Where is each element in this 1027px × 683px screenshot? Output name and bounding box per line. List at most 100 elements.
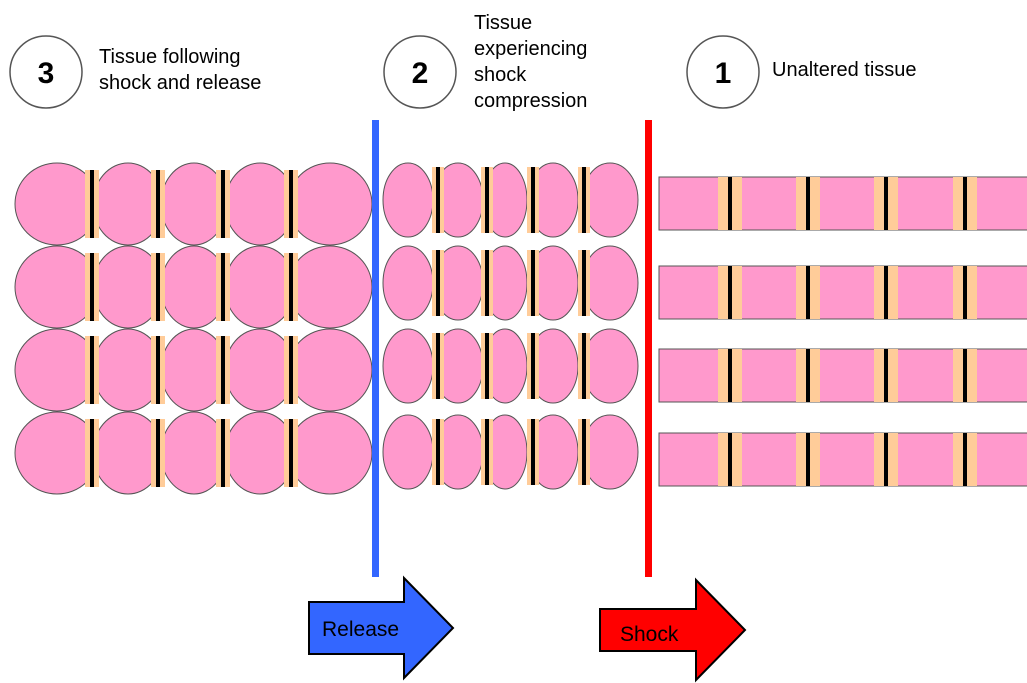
band-dark — [221, 336, 225, 404]
band-light — [967, 266, 977, 319]
stage-3-row — [14, 411, 373, 495]
band-light — [160, 419, 165, 487]
stage-1-row — [658, 176, 1027, 231]
band-dark — [156, 419, 160, 487]
stage-1-label: Unaltered tissue — [772, 59, 917, 81]
stage-1-number: 1 — [715, 57, 732, 90]
band-light — [94, 336, 99, 404]
band-light — [874, 433, 884, 486]
band-light — [151, 253, 156, 321]
band-light — [284, 253, 289, 321]
band-dark — [728, 177, 732, 230]
compressed-segment — [382, 328, 434, 404]
compressed-segment — [382, 414, 434, 490]
band-dark — [289, 253, 293, 321]
compressed-segment — [382, 162, 434, 238]
band-light — [85, 336, 90, 404]
band-light — [293, 336, 298, 404]
band-dark — [436, 419, 440, 485]
band-light — [489, 250, 493, 316]
band-light — [225, 170, 230, 238]
band-light — [732, 177, 742, 230]
stage-1-row — [658, 265, 1027, 320]
band-dark — [728, 433, 732, 486]
band-dark — [221, 170, 225, 238]
band-light — [535, 419, 539, 485]
band-light — [225, 253, 230, 321]
stage-2-row — [382, 162, 639, 238]
band-light — [216, 336, 221, 404]
release-arrow: Release — [308, 575, 455, 681]
band-light — [293, 419, 298, 487]
band-light — [151, 336, 156, 404]
swollen-segment — [287, 411, 373, 495]
band-light — [440, 419, 444, 485]
stage-3-row — [14, 162, 373, 246]
band-light — [535, 333, 539, 399]
band-dark — [806, 349, 810, 402]
band-light — [967, 349, 977, 402]
band-dark — [221, 253, 225, 321]
band-light — [953, 349, 963, 402]
band-dark — [963, 349, 967, 402]
band-dark — [806, 433, 810, 486]
compressed-segment — [581, 414, 639, 490]
band-dark — [582, 419, 586, 485]
band-dark — [156, 336, 160, 404]
band-light — [953, 177, 963, 230]
band-light — [284, 336, 289, 404]
band-light — [216, 253, 221, 321]
band-light — [85, 170, 90, 238]
stage-1-row — [658, 432, 1027, 487]
stage-3-marker: 3 — [9, 35, 83, 109]
band-dark — [90, 253, 94, 321]
band-dark — [485, 250, 489, 316]
stage-1-row — [658, 348, 1027, 403]
band-light — [578, 167, 582, 233]
stage-2-tissue — [382, 162, 639, 490]
compressed-segment — [581, 245, 639, 321]
band-light — [732, 349, 742, 402]
band-light — [151, 170, 156, 238]
stage-2-marker: 2 — [383, 35, 457, 109]
band-light — [216, 419, 221, 487]
stage-3-tissue — [14, 162, 373, 495]
band-light — [888, 266, 898, 319]
band-light — [527, 250, 531, 316]
band-dark — [531, 250, 535, 316]
band-light — [796, 266, 806, 319]
band-dark — [963, 177, 967, 230]
band-light — [874, 349, 884, 402]
band-light — [151, 419, 156, 487]
band-light — [535, 250, 539, 316]
stage-3-label: Tissue following shock and release — [99, 46, 262, 94]
band-light — [160, 170, 165, 238]
swollen-segment — [287, 245, 373, 329]
band-light — [967, 177, 977, 230]
band-dark — [221, 419, 225, 487]
swollen-segment — [287, 162, 373, 246]
shock-arrow-label: Shock — [620, 623, 679, 646]
band-light — [888, 433, 898, 486]
stage-3-row — [14, 245, 373, 329]
band-dark — [884, 349, 888, 402]
band-dark — [531, 419, 535, 485]
band-dark — [485, 167, 489, 233]
band-light — [586, 250, 590, 316]
band-dark — [289, 336, 293, 404]
stage-2-row — [382, 245, 639, 321]
release-arrow-shape — [308, 575, 455, 681]
band-light — [225, 336, 230, 404]
band-dark — [963, 266, 967, 319]
band-light — [440, 167, 444, 233]
stage-2-label: Tissue experiencing shock compression — [474, 12, 588, 112]
stage-2-number: 2 — [412, 57, 429, 90]
band-light — [440, 333, 444, 399]
band-light — [810, 433, 820, 486]
band-light — [293, 253, 298, 321]
band-dark — [289, 419, 293, 487]
band-light — [967, 433, 977, 486]
stage-1-circle — [686, 35, 760, 109]
band-light — [810, 349, 820, 402]
band-light — [284, 419, 289, 487]
